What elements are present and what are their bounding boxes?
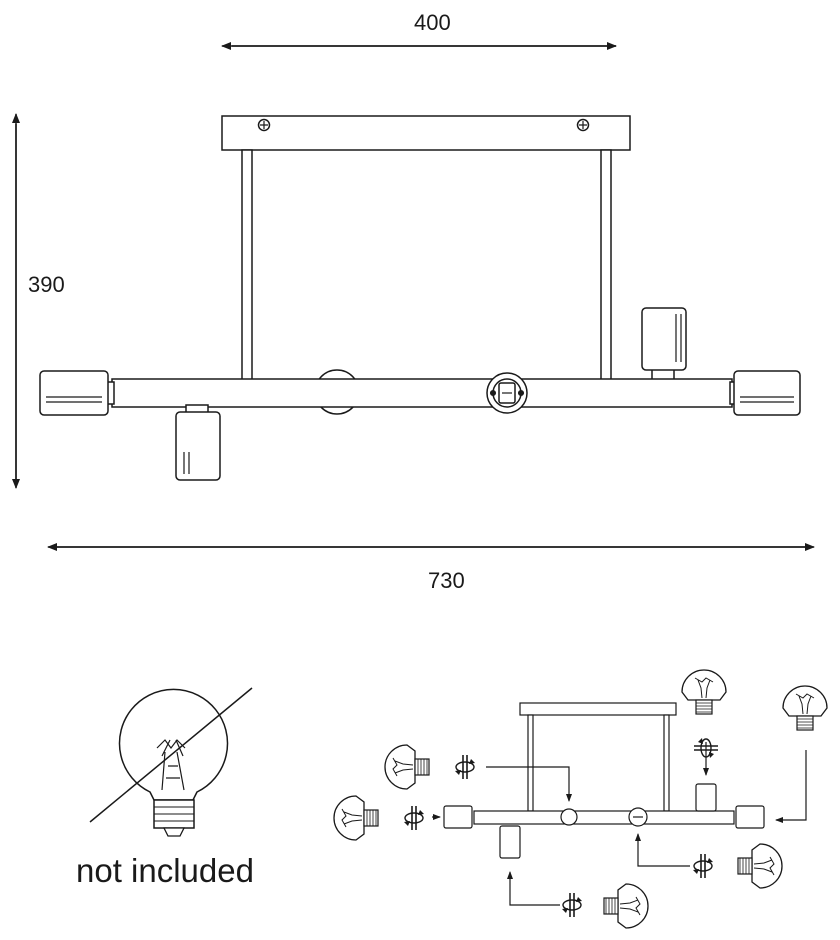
- mini-rod-left: [527, 714, 534, 812]
- socket-end-left: [39, 370, 115, 416]
- socket-bottom-left: [175, 404, 221, 481]
- canopy-screw-left: [257, 118, 271, 132]
- socket-end-right: [729, 370, 801, 416]
- mini-rotating-joint: [628, 807, 648, 827]
- install-arrow-right-top: [775, 750, 807, 823]
- rotate-icon-bottom: [561, 892, 583, 918]
- bulb-top-icon: [681, 669, 727, 715]
- mini-socket-top: [695, 783, 717, 812]
- rotate-icon-right-lower: [692, 853, 714, 879]
- rotate-icon-left-upper: [454, 754, 476, 780]
- mini-canopy: [519, 702, 677, 716]
- dimension-total-width: 730: [428, 568, 465, 593]
- bulb-not-included-label: not included: [76, 852, 254, 889]
- bulb-far-right-icon: [782, 685, 828, 731]
- strike-line: [89, 687, 253, 823]
- bulb-right-lower-icon: [737, 843, 783, 889]
- rotate-icon-left: [403, 805, 425, 831]
- mini-bar: [473, 810, 735, 825]
- installation-diagram: [432, 702, 807, 906]
- mini-socket-right: [735, 805, 765, 829]
- dimension-height: 390: [28, 272, 65, 297]
- suspension-rod-right: [600, 149, 612, 381]
- mini-socket-bottom: [499, 825, 521, 859]
- bulb-left-icon: [333, 795, 379, 841]
- canopy-screw-right: [576, 118, 590, 132]
- ceiling-canopy: [221, 115, 631, 151]
- bulb-left-upper-icon: [384, 744, 430, 790]
- install-arrow-left-upper: [486, 766, 572, 802]
- horizontal-bar: [111, 378, 733, 408]
- rotating-joint: [486, 372, 528, 414]
- socket-top-right: [641, 307, 687, 381]
- bulb-not-included-icon: [89, 687, 253, 837]
- suspension-rod-left: [241, 149, 253, 381]
- fixture-front-view: [39, 115, 801, 481]
- mini-joint: [560, 808, 578, 826]
- install-arrow-right-lower: [635, 833, 690, 867]
- dimension-top-width: 400: [414, 10, 451, 35]
- install-arrow-bottom: [507, 871, 560, 906]
- mini-rod-right: [663, 714, 670, 812]
- bulb-bottom-icon: [603, 883, 649, 929]
- mini-socket-left: [443, 805, 473, 829]
